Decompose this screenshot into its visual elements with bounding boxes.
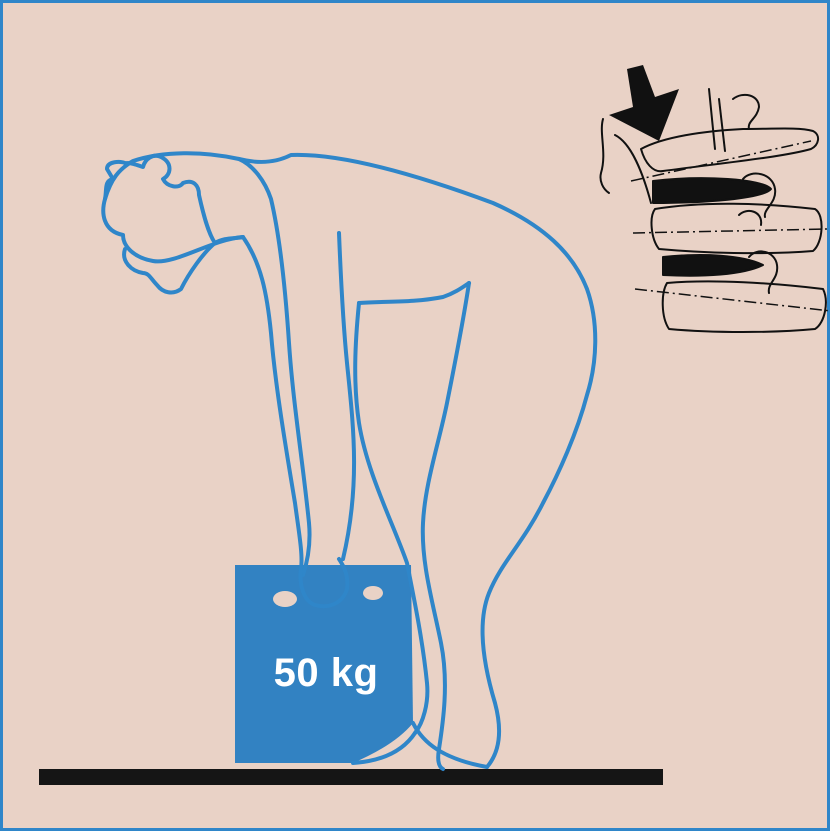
- back-arm-outline: [339, 233, 354, 559]
- arm-inner: [215, 237, 302, 569]
- lifting-illustration: [3, 3, 830, 834]
- spine-inset: [600, 65, 830, 332]
- back-arm-inner: [359, 283, 469, 303]
- down-arrow-icon: [609, 65, 679, 141]
- floor-bar: [39, 769, 663, 785]
- head-outline: [103, 156, 243, 293]
- foot-outline: [413, 723, 487, 767]
- weight-label: 50 kg: [241, 643, 411, 703]
- front-leg-outline: [423, 283, 469, 769]
